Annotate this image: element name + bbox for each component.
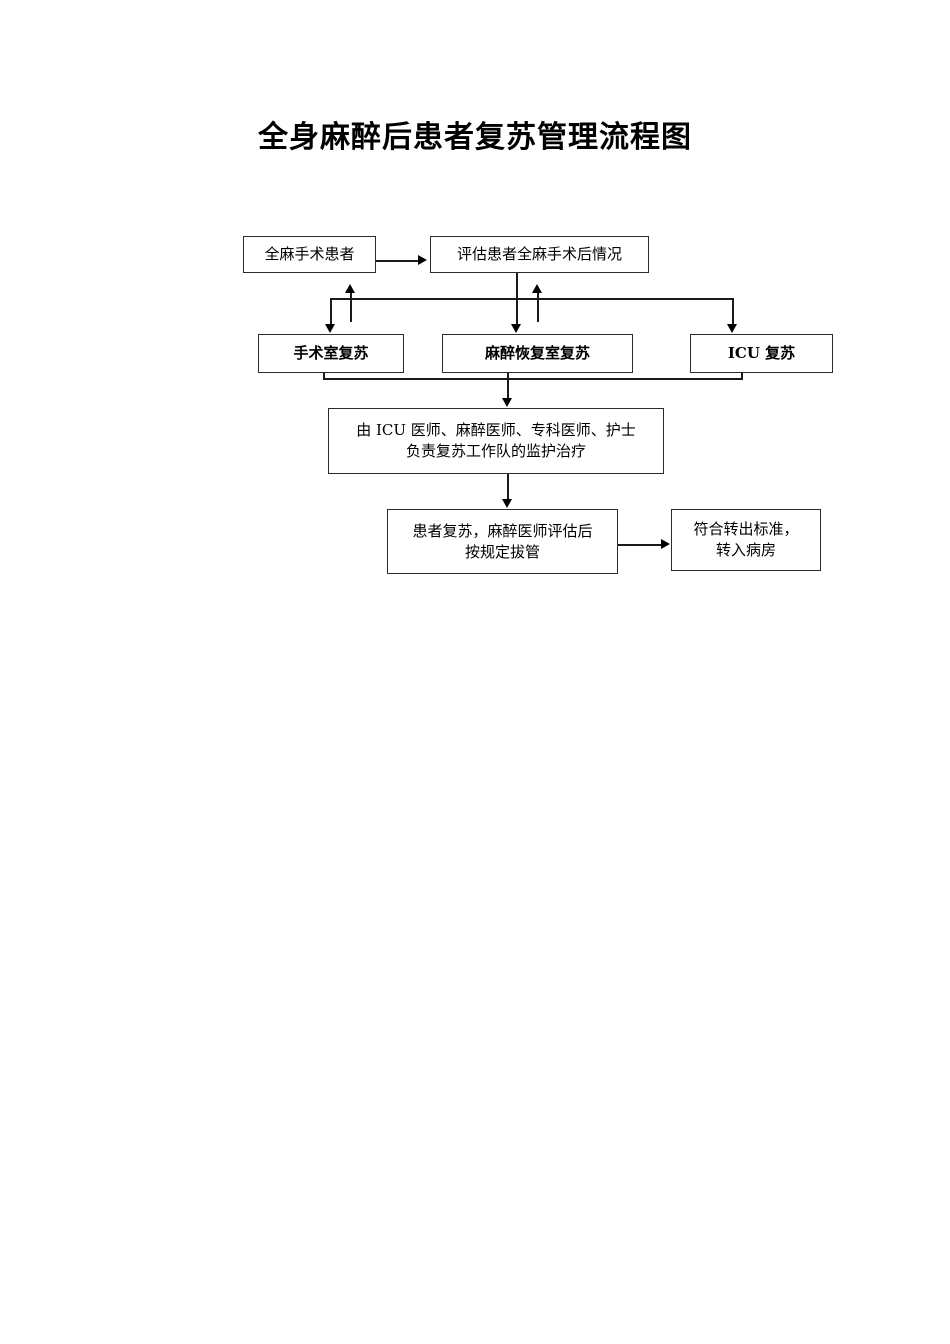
stub-n5-bottom — [741, 372, 743, 379]
edge-bus-n3-line — [330, 298, 332, 326]
node-label: 患者复苏，麻醉医师评估后 按规定拔管 — [412, 521, 593, 561]
bottom-merge-bus — [323, 378, 743, 380]
node-label: 符合转出标准， 转入病房 — [693, 520, 799, 559]
edge-n3-return-arrowhead — [345, 284, 355, 293]
edge-n6-n7-arrowhead — [502, 499, 512, 508]
node-extubation-after-assessment[interactable]: 患者复苏，麻醉医师评估后 按规定拔管 — [387, 509, 618, 574]
node-general-anesthesia-patient[interactable]: 全麻手术患者 — [243, 236, 376, 273]
edge-n4-return-line — [537, 292, 539, 322]
edge-bus-n6-line — [507, 378, 509, 400]
node-recovery-team-monitoring[interactable]: 由 ICU 医师、麻醉医师、专科医师、护士 负责复苏工作队的监护治疗 — [328, 408, 664, 474]
stub-n4-bottom — [507, 372, 509, 379]
stub-n3-bottom — [323, 372, 325, 379]
edge-n2-n4-arrowhead — [511, 324, 521, 333]
node-transfer-to-ward[interactable]: 符合转出标准， 转入病房 — [671, 509, 821, 571]
edge-n6-n7-line — [507, 474, 509, 501]
node-label: 全麻手术患者 — [264, 245, 355, 263]
edge-bus-n6-arrowhead — [502, 398, 512, 407]
edge-n4-return-arrowhead — [532, 284, 542, 293]
node-operating-room-recovery[interactable]: 手术室复苏 — [258, 334, 404, 373]
edge-n1-n2-arrowhead — [418, 255, 427, 265]
edge-bus-n5-arrowhead — [727, 324, 737, 333]
node-label: ICU 复苏 — [727, 344, 796, 362]
node-assess-patient-condition[interactable]: 评估患者全麻手术后情况 — [430, 236, 649, 273]
node-label: 由 ICU 医师、麻醉医师、专科医师、护士 负责复苏工作队的监护治疗 — [356, 421, 636, 460]
edge-n7-n8-line — [618, 544, 662, 546]
node-label: 评估患者全麻手术后情况 — [456, 245, 622, 263]
node-pacu-recovery[interactable]: 麻醉恢复室复苏 — [442, 334, 633, 373]
edge-bus-n5-line — [732, 298, 734, 326]
top-distribution-bus — [330, 298, 734, 300]
node-icu-recovery[interactable]: ICU 复苏 — [690, 334, 833, 373]
edge-bus-n3-arrowhead — [325, 324, 335, 333]
edge-n3-return-line — [350, 292, 352, 322]
edge-n7-n8-arrowhead — [661, 539, 670, 549]
edge-n1-n2-line — [376, 260, 418, 262]
node-label: 麻醉恢复室复苏 — [484, 344, 590, 362]
page-title: 全身麻醉后患者复苏管理流程图 — [258, 120, 692, 155]
node-label: 手术室复苏 — [293, 344, 369, 362]
